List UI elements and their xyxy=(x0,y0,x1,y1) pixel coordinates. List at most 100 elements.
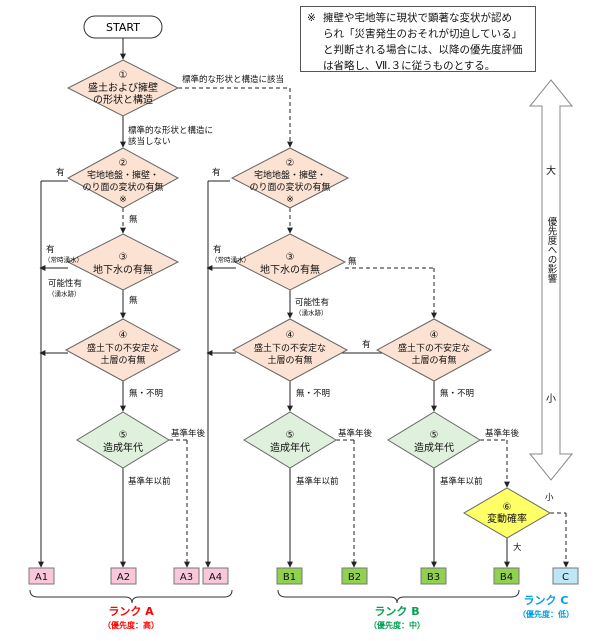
node-2a-num: ② xyxy=(119,158,128,169)
label-5a-before: 基準年以前 xyxy=(128,476,171,487)
rank-a2-label: A2 xyxy=(117,572,130,583)
label-5b-after: 基準年後 xyxy=(338,428,373,439)
rank-a3-box xyxy=(173,567,200,585)
node-2b-line1: 宅地地盤・擁壁・ xyxy=(254,169,326,181)
node-6-line1: 変動確率 xyxy=(487,512,527,525)
label-3b-maybe: 可能性有 xyxy=(295,297,329,308)
rank-c-label: C xyxy=(562,572,569,583)
rank-b-sub: （優先度：中） xyxy=(369,620,425,630)
priority-arrow-label: 優先度への影響 xyxy=(546,216,558,284)
priority-arrow xyxy=(528,79,574,481)
node-4c-line1: 盛土下の不安定な xyxy=(398,342,470,354)
node-2a-mark: ※ xyxy=(119,195,127,205)
rank-a3-label: A3 xyxy=(180,572,193,583)
label-3a-maybe: 可能性有 xyxy=(48,278,82,289)
label-3b-no: 無 xyxy=(348,256,357,267)
label-2b-yes: 有 xyxy=(212,167,221,178)
label-4c-no: 無・不明 xyxy=(440,388,474,399)
node-4a-num: ④ xyxy=(119,330,128,341)
node-4b-line2: 土層の有無 xyxy=(267,354,312,366)
node-2b-diamond xyxy=(230,147,350,209)
rank-a1-label: A1 xyxy=(35,572,48,583)
node-2a-line2: のり面の変状の有無 xyxy=(82,181,163,193)
node-5a-diamond xyxy=(76,411,170,469)
node-4a-line2: 土層の有無 xyxy=(100,354,145,366)
priority-arrow-bottom: 小 xyxy=(546,393,556,405)
label-std-yes: 標準的な形状と構造に該当 xyxy=(182,74,284,85)
label-3a-no: 無 xyxy=(129,295,138,306)
node-3b-diamond xyxy=(233,233,347,291)
node-3b-line1: 地下水の有無 xyxy=(260,263,320,276)
label-5b-before: 基準年以前 xyxy=(296,476,339,487)
label-6-big: 大 xyxy=(513,542,522,553)
label-4a-no: 無・不明 xyxy=(129,388,163,399)
node-4b-line1: 盛土下の不安定な xyxy=(254,342,326,354)
label-std-no-1: 標準的な形状と構造に xyxy=(128,125,213,136)
label-5c-after: 基準年後 xyxy=(485,428,520,439)
label-4c-yes: 有 xyxy=(362,339,371,350)
note-line-1: 擁壁や宅地等に現状で顕著な変状が認め xyxy=(323,12,512,24)
node-4c-num: ④ xyxy=(430,330,439,341)
node-2a-diamond xyxy=(66,147,180,209)
node-4c-line2: 土層の有無 xyxy=(411,354,456,366)
rank-c-sub: （優先度：低） xyxy=(518,609,574,619)
label-2a-yes: 有 xyxy=(56,167,65,178)
node-1-num: ① xyxy=(119,70,128,81)
rank-c-box xyxy=(552,567,579,585)
rank-b3-box xyxy=(420,567,447,585)
label-3b-wet: （湧水跡） xyxy=(295,308,328,317)
node-3a-line1: 地下水の有無 xyxy=(93,263,153,276)
rank-b4-label: B4 xyxy=(500,572,513,583)
node-6-diamond xyxy=(463,487,551,539)
node-4b-num: ④ xyxy=(286,330,295,341)
node-1-line2: の形状と構造 xyxy=(93,93,153,106)
rank-a-sub: （優先度：高） xyxy=(103,620,159,630)
rank-b3-label: B3 xyxy=(427,572,440,583)
rank-c-name: ランク C xyxy=(524,594,569,607)
note-line-3: と判断される場合には、以降の優先度評価 xyxy=(323,44,523,56)
label-3a-spring: （常時湧水） xyxy=(44,255,83,264)
rank-a4-label: A4 xyxy=(209,572,222,583)
label-2a-no: 無 xyxy=(129,214,138,225)
node-2b-mark: ※ xyxy=(286,195,294,205)
label-3a-yes: 有 xyxy=(46,244,55,255)
label-std-no-2: 該当しない xyxy=(128,136,171,147)
node-4a-line1: 盛土下の不安定な xyxy=(87,342,159,354)
node-5c-num: ⑤ xyxy=(430,430,439,441)
node-2b-line2: のり面の変状の有無 xyxy=(249,181,330,193)
node-5b-num: ⑤ xyxy=(286,430,295,441)
rank-b1-box xyxy=(276,567,303,585)
label-6-small: 小 xyxy=(545,492,554,503)
node-1-line1: 盛土および擁壁 xyxy=(88,81,158,94)
label-4b-no: 無・不明 xyxy=(296,388,330,399)
node-6-num: ⑥ xyxy=(503,502,512,513)
node-5a-line1: 造成年代 xyxy=(103,441,143,454)
node-3a-diamond xyxy=(66,233,180,291)
node-1-diamond xyxy=(66,59,180,117)
node-5b-line1: 造成年代 xyxy=(270,441,310,454)
note-line-2: られ「災害発生のおそれが切迫している」 xyxy=(323,28,523,40)
rank-b-brace xyxy=(277,589,520,604)
node-4b-diamond xyxy=(231,318,349,382)
label-3a-wet: （湧水跡） xyxy=(48,289,81,298)
rank-b2-box xyxy=(341,567,368,585)
node-3a-num: ③ xyxy=(119,252,128,263)
node-5a-num: ⑤ xyxy=(119,430,128,441)
node-2b-num: ② xyxy=(286,158,295,169)
rank-b4-box xyxy=(493,567,520,585)
node-4a-diamond xyxy=(64,318,182,382)
note-mark: ※ xyxy=(307,12,316,24)
note-box: ※ 擁壁や宅地等に現状で顕著な変状が認め られ「災害発生のおそれが切迫している」… xyxy=(300,6,536,72)
rank-a2-box xyxy=(110,567,137,585)
node-5c-line1: 造成年代 xyxy=(414,441,454,454)
node-5c-diamond xyxy=(387,411,481,469)
node-5b-diamond xyxy=(243,411,337,469)
label-3b-spring: （常時湧水） xyxy=(211,255,250,264)
rank-a-name: ランク A xyxy=(108,605,154,618)
label-5a-after: 基準年後 xyxy=(171,428,206,439)
priority-arrow-top: 大 xyxy=(546,164,556,177)
label-5c-before: 基準年以前 xyxy=(440,476,483,487)
rank-b-name: ランク B xyxy=(374,605,419,618)
